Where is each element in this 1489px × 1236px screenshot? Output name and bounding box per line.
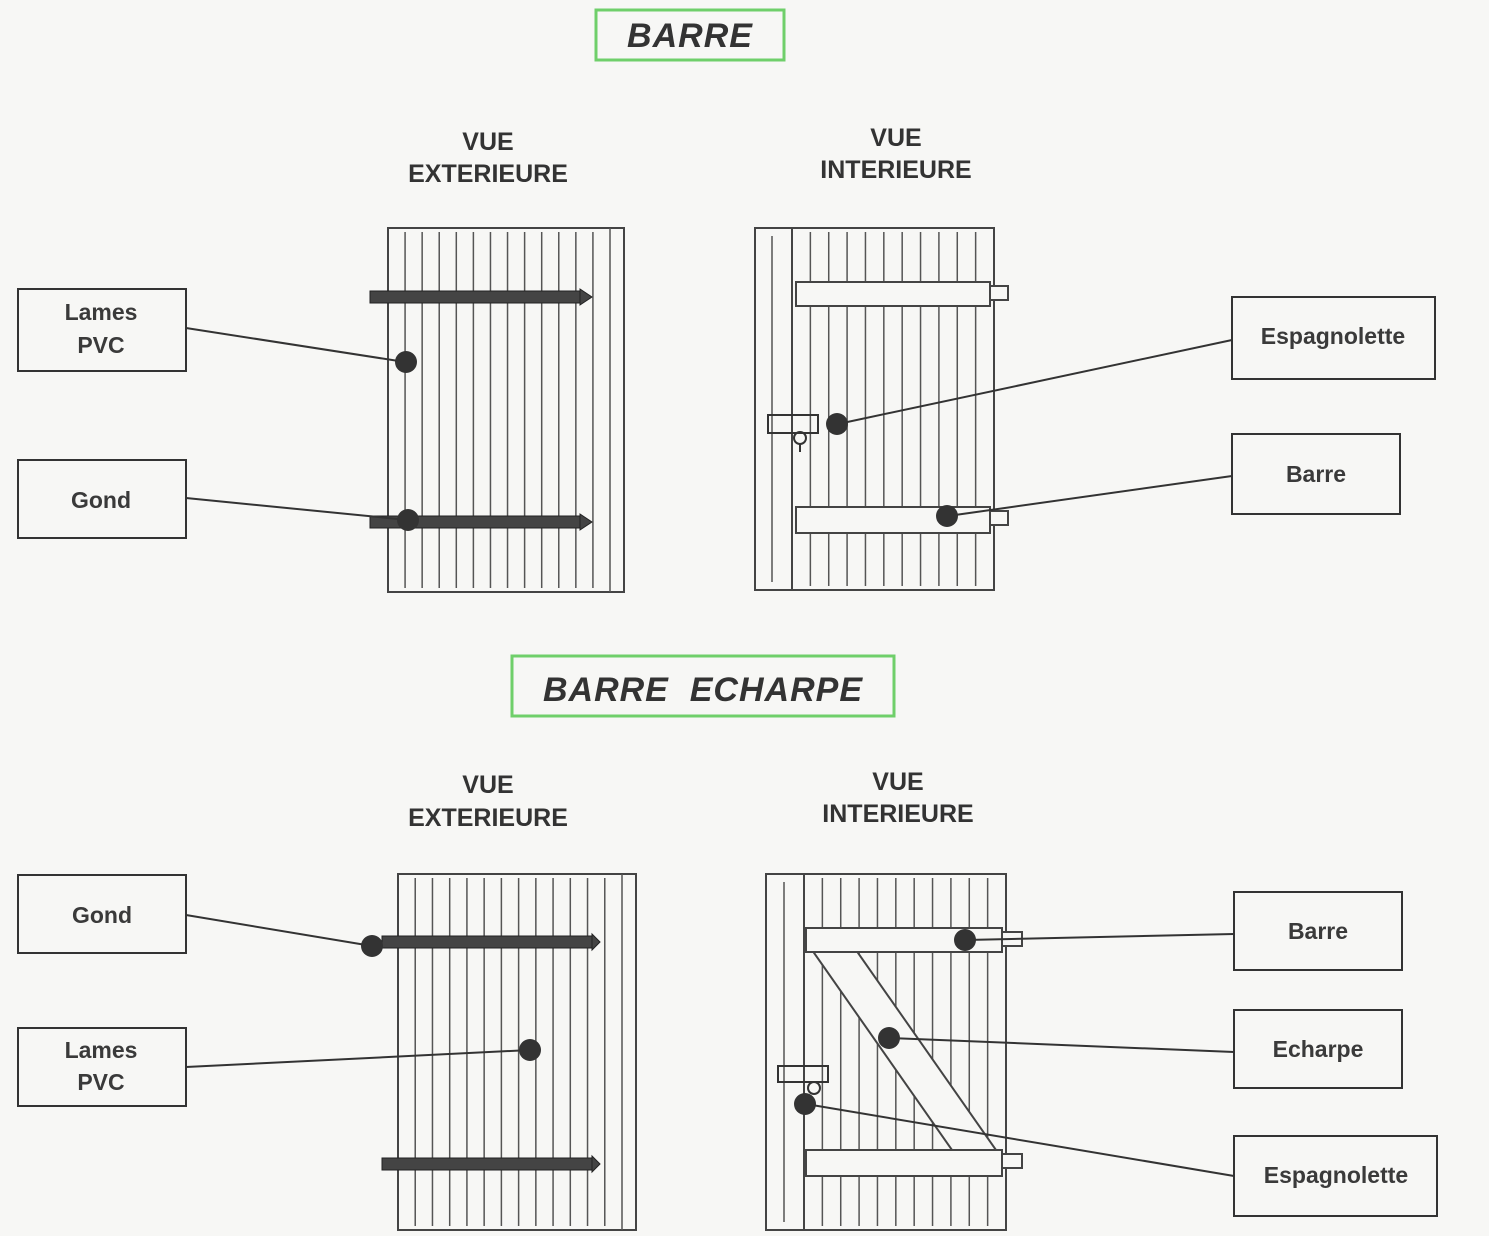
label-gond: Gond [72,902,132,928]
hinge-strap [369,290,581,304]
view-heading-line2: INTERIEURE [822,800,973,828]
view-heading-line1: VUE [462,771,513,799]
label-box [17,288,187,372]
callout-dot [794,1093,816,1115]
view-heading-line1: VUE [872,768,923,796]
shutter-slats [404,232,594,588]
label-espagnolette: Espagnolette [1264,1162,1408,1188]
view-heading-line1: VUE [462,128,513,156]
view-heading-line2: INTERIEURE [820,156,971,184]
shutter-exterior-view [369,227,625,593]
barre-plank [795,281,991,307]
label-box [1233,1135,1438,1217]
label-box [1231,433,1401,515]
label-box [17,459,187,539]
shutter-interior-view [765,873,1023,1231]
espagnolette-mechanism [767,414,819,452]
section-title: BARRE [627,17,753,55]
label-barre: Barre [1286,461,1346,487]
label-lames-line1: Lames [65,299,138,325]
section-title-box [510,654,896,718]
label-gond: Gond [71,487,131,513]
callout-dot [397,509,419,531]
view-heading-line2: EXTERIEURE [408,804,568,832]
barre-plank [805,1149,1003,1177]
label-echarpe: Echarpe [1273,1036,1364,1062]
section-title: BARRE ECHARPE [543,671,863,709]
label-lames-line2: PVC [77,1069,124,1095]
callout-dot [826,413,848,435]
label-espagnolette: Espagnolette [1261,323,1405,349]
label-box [1231,296,1436,380]
label-lames-line2: PVC [77,332,124,358]
shutter-slats [414,878,606,1226]
view-heading-line1: VUE [870,124,921,152]
barre-plank [795,506,991,534]
callout-dot [878,1027,900,1049]
label-box [1233,1009,1403,1089]
view-heading-line2: EXTERIEURE [408,160,568,188]
callout-dot [936,505,958,527]
callout-dot [395,351,417,373]
shutter-interior-view [754,227,1009,591]
callout-dot [954,929,976,951]
label-barre: Barre [1288,918,1348,944]
callout-dot [361,935,383,957]
label-box [17,874,187,954]
section-title-box [594,8,786,62]
hinge-strap [381,1157,593,1171]
callout-dot [519,1039,541,1061]
section-barre: BARRE VUE EXTERIEURE VUE INTERIEURE [17,8,1436,593]
espagnolette-mechanism [777,1065,829,1095]
label-box [1233,891,1403,971]
label-lames-line1: Lames [65,1037,138,1063]
section-barre-echarpe: BARRE ECHARPE VUE EXTERIEURE VUE INTERIE… [17,654,1438,1231]
hinge-strap [381,935,593,949]
shutter-exterior-view [381,873,637,1231]
